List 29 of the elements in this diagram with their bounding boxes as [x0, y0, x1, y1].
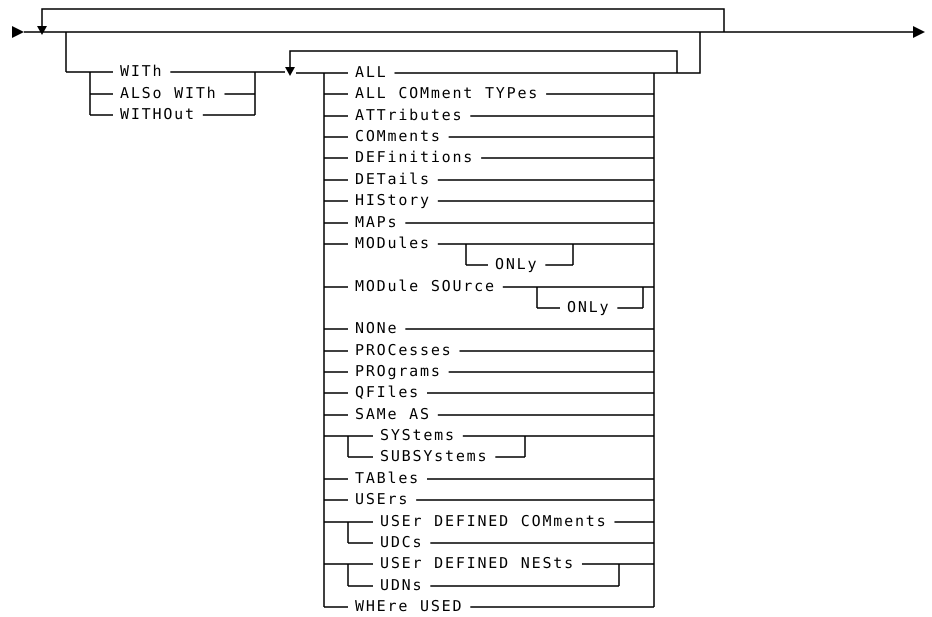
syntax-keyword: USEr DEFINED COMments — [380, 512, 608, 530]
syntax-keyword: UDNs — [380, 576, 424, 594]
syntax-keyword: NONe — [355, 319, 398, 337]
syntax-keyword: SYStems — [380, 426, 456, 444]
syntax-keyword: TABles — [355, 469, 420, 487]
syntax-keyword: QFIles — [355, 383, 420, 401]
syntax-keyword: ONLy — [495, 255, 538, 273]
syntax-keyword: DEFinitions — [355, 148, 474, 166]
syntax-keyword: WHEre USED — [355, 597, 464, 615]
syntax-keyword: ONLy — [567, 298, 610, 316]
syntax-keyword: USErs — [355, 490, 410, 508]
syntax-keyword: SUBSYstems — [380, 447, 488, 465]
syntax-keyword: UDCs — [380, 533, 424, 551]
syntax-keyword: HIStory — [355, 191, 431, 209]
syntax-keyword: PROgrams — [355, 362, 442, 380]
syntax-keyword: ALL COMment TYPes — [355, 84, 540, 102]
syntax-keyword: ALL — [355, 63, 388, 81]
syntax-keyword: ATTributes — [355, 106, 464, 124]
syntax-keyword: PROCesses — [355, 341, 452, 359]
syntax-keyword: MODule SOUrce — [355, 277, 496, 295]
syntax-keyword: USEr DEFINED NESts — [380, 554, 575, 572]
syntax-keyword: MAPs — [355, 213, 398, 231]
syntax-keyword: COMments — [355, 127, 442, 145]
syntax-keyword: MODules — [355, 234, 431, 252]
syntax-keyword: WITHOut — [120, 105, 196, 123]
syntax-keyword: WITh — [120, 62, 164, 80]
syntax-keyword: DETails — [355, 170, 431, 188]
syntax-keyword: ALSo WITh — [120, 84, 218, 102]
syntax-keyword: SAMe AS — [355, 405, 431, 423]
